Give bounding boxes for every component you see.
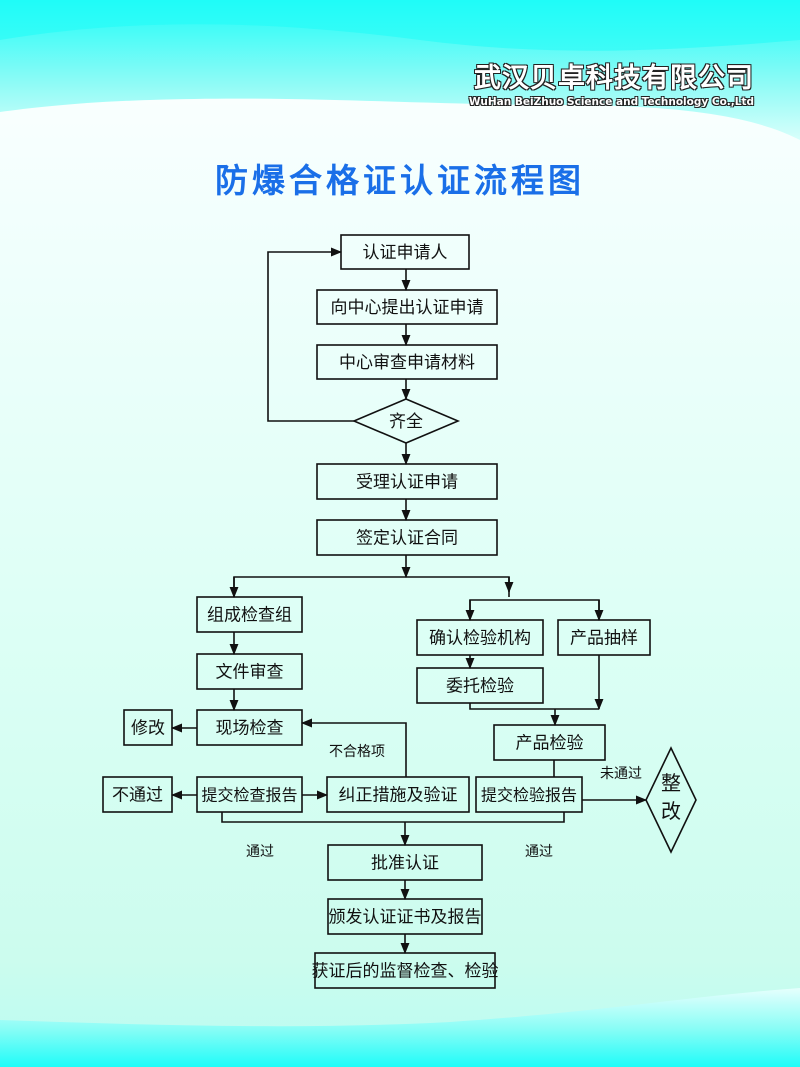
node-box <box>196 709 303 746</box>
node-label: 确认检验机构 <box>429 629 531 649</box>
node-label-char: 改 <box>661 799 681 823</box>
node-confirm-lab: 确认检验机构 <box>416 619 544 656</box>
node-modify: 修改 <box>123 709 173 746</box>
node-box <box>316 463 498 500</box>
node-label: 获证后的监督检查、检验 <box>312 962 499 982</box>
node-label: 批准认证 <box>371 854 439 874</box>
edge-label-passed-right: 通过 <box>525 844 553 860</box>
company-name-cn: 武汉贝卓科技有限公司 <box>473 62 754 94</box>
node-applicant: 认证申请人 <box>340 234 470 270</box>
node-box <box>326 776 470 813</box>
merge-line <box>469 703 599 710</box>
node-label: 产品抽样 <box>570 629 638 649</box>
node-label: 受理认证申请 <box>356 473 458 493</box>
node-box <box>316 289 498 325</box>
test-branch-line <box>469 599 600 620</box>
decision-diamond <box>351 398 461 444</box>
node-box <box>314 952 496 989</box>
node-box <box>316 344 498 380</box>
node-box <box>327 898 483 935</box>
node-review-materials: 中心审查申请材料 <box>316 344 498 380</box>
node-product-testing: 产品检验 <box>493 724 606 761</box>
node-approve: 批准认证 <box>327 844 483 881</box>
node-box <box>196 653 303 690</box>
node-onsite-inspection: 现场检查 <box>196 709 303 746</box>
top-wave-highlight <box>0 0 800 51</box>
flowchart-nodes: 认证申请人向中心提出认证申请中心审查申请材料齐全受理认证申请签定认证合同组成检查… <box>102 234 697 989</box>
node-complete-check: 齐全 <box>351 398 461 444</box>
node-label: 组成检查组 <box>207 606 292 626</box>
node-accept-application: 受理认证申请 <box>316 463 498 500</box>
decision-diamond <box>645 746 697 854</box>
node-box <box>493 724 606 761</box>
node-document-review: 文件审查 <box>196 653 303 690</box>
company-logo: 武汉贝卓科技有限公司 WuHan BeiZhuo Science and Tec… <box>469 56 754 108</box>
company-name-en: WuHan BeiZhuo Science and Technology Co.… <box>468 96 754 108</box>
node-post-supervision: 获证后的监督检查、检验 <box>312 952 499 989</box>
node-product-sampling: 产品抽样 <box>557 619 651 656</box>
node-corrective-action: 纠正措施及验证 <box>326 776 470 813</box>
edge-label-nonconforming: 不合格项 <box>329 744 385 760</box>
node-label: 修改 <box>131 719 165 739</box>
node-box <box>340 234 470 270</box>
node-submit-application: 向中心提出认证申请 <box>316 289 498 325</box>
pass-merge-line <box>221 812 565 823</box>
node-box <box>196 776 303 813</box>
node-label: 颁发认证证书及报告 <box>329 908 482 928</box>
arrow-incomplete-loop <box>267 247 354 422</box>
branch-line <box>233 576 510 597</box>
node-label: 认证申请人 <box>363 243 448 263</box>
node-box <box>416 667 544 704</box>
node-sign-contract: 签定认证合同 <box>316 519 498 556</box>
node-box <box>557 619 651 656</box>
node-box <box>327 844 483 881</box>
node-label: 纠正措施及验证 <box>339 786 458 806</box>
node-label-char: 整 <box>661 771 681 795</box>
node-box <box>316 519 498 556</box>
node-label: 文件审查 <box>216 663 284 683</box>
node-rectify: 整改 <box>645 746 697 854</box>
node-entrust-testing: 委托检验 <box>416 667 544 704</box>
node-label: 委托检验 <box>446 677 514 697</box>
edge-label-passed-left: 通过 <box>246 844 274 860</box>
node-box <box>475 776 583 813</box>
node-label: 产品检验 <box>516 734 584 754</box>
node-box <box>102 776 173 813</box>
node-form-team: 组成检查组 <box>196 596 303 633</box>
node-label: 不通过 <box>112 786 163 806</box>
node-box <box>123 709 173 746</box>
bottom-wave <box>0 988 800 1067</box>
node-label: 提交检查报告 <box>201 786 297 805</box>
node-label: 提交检验报告 <box>481 786 577 805</box>
node-box <box>196 596 303 633</box>
node-label: 现场检查 <box>216 719 284 739</box>
node-label: 签定认证合同 <box>356 529 458 549</box>
arrow-corrective-to-onsite <box>300 718 407 777</box>
node-submit-inspection-report: 提交检查报告 <box>196 776 303 813</box>
node-fail: 不通过 <box>102 776 173 813</box>
node-issue-certificate: 颁发认证证书及报告 <box>327 898 483 935</box>
edge-label-not-passed: 未通过 <box>600 766 642 782</box>
node-submit-test-report: 提交检验报告 <box>475 776 583 813</box>
node-box <box>416 619 544 656</box>
flowchart-edges <box>170 247 648 955</box>
node-label: 向中心提出认证申请 <box>331 298 484 318</box>
node-label: 中心审查申请材料 <box>339 353 475 373</box>
node-label: 齐全 <box>389 412 423 432</box>
page-title: 防爆合格证认证流程图 <box>215 161 585 200</box>
